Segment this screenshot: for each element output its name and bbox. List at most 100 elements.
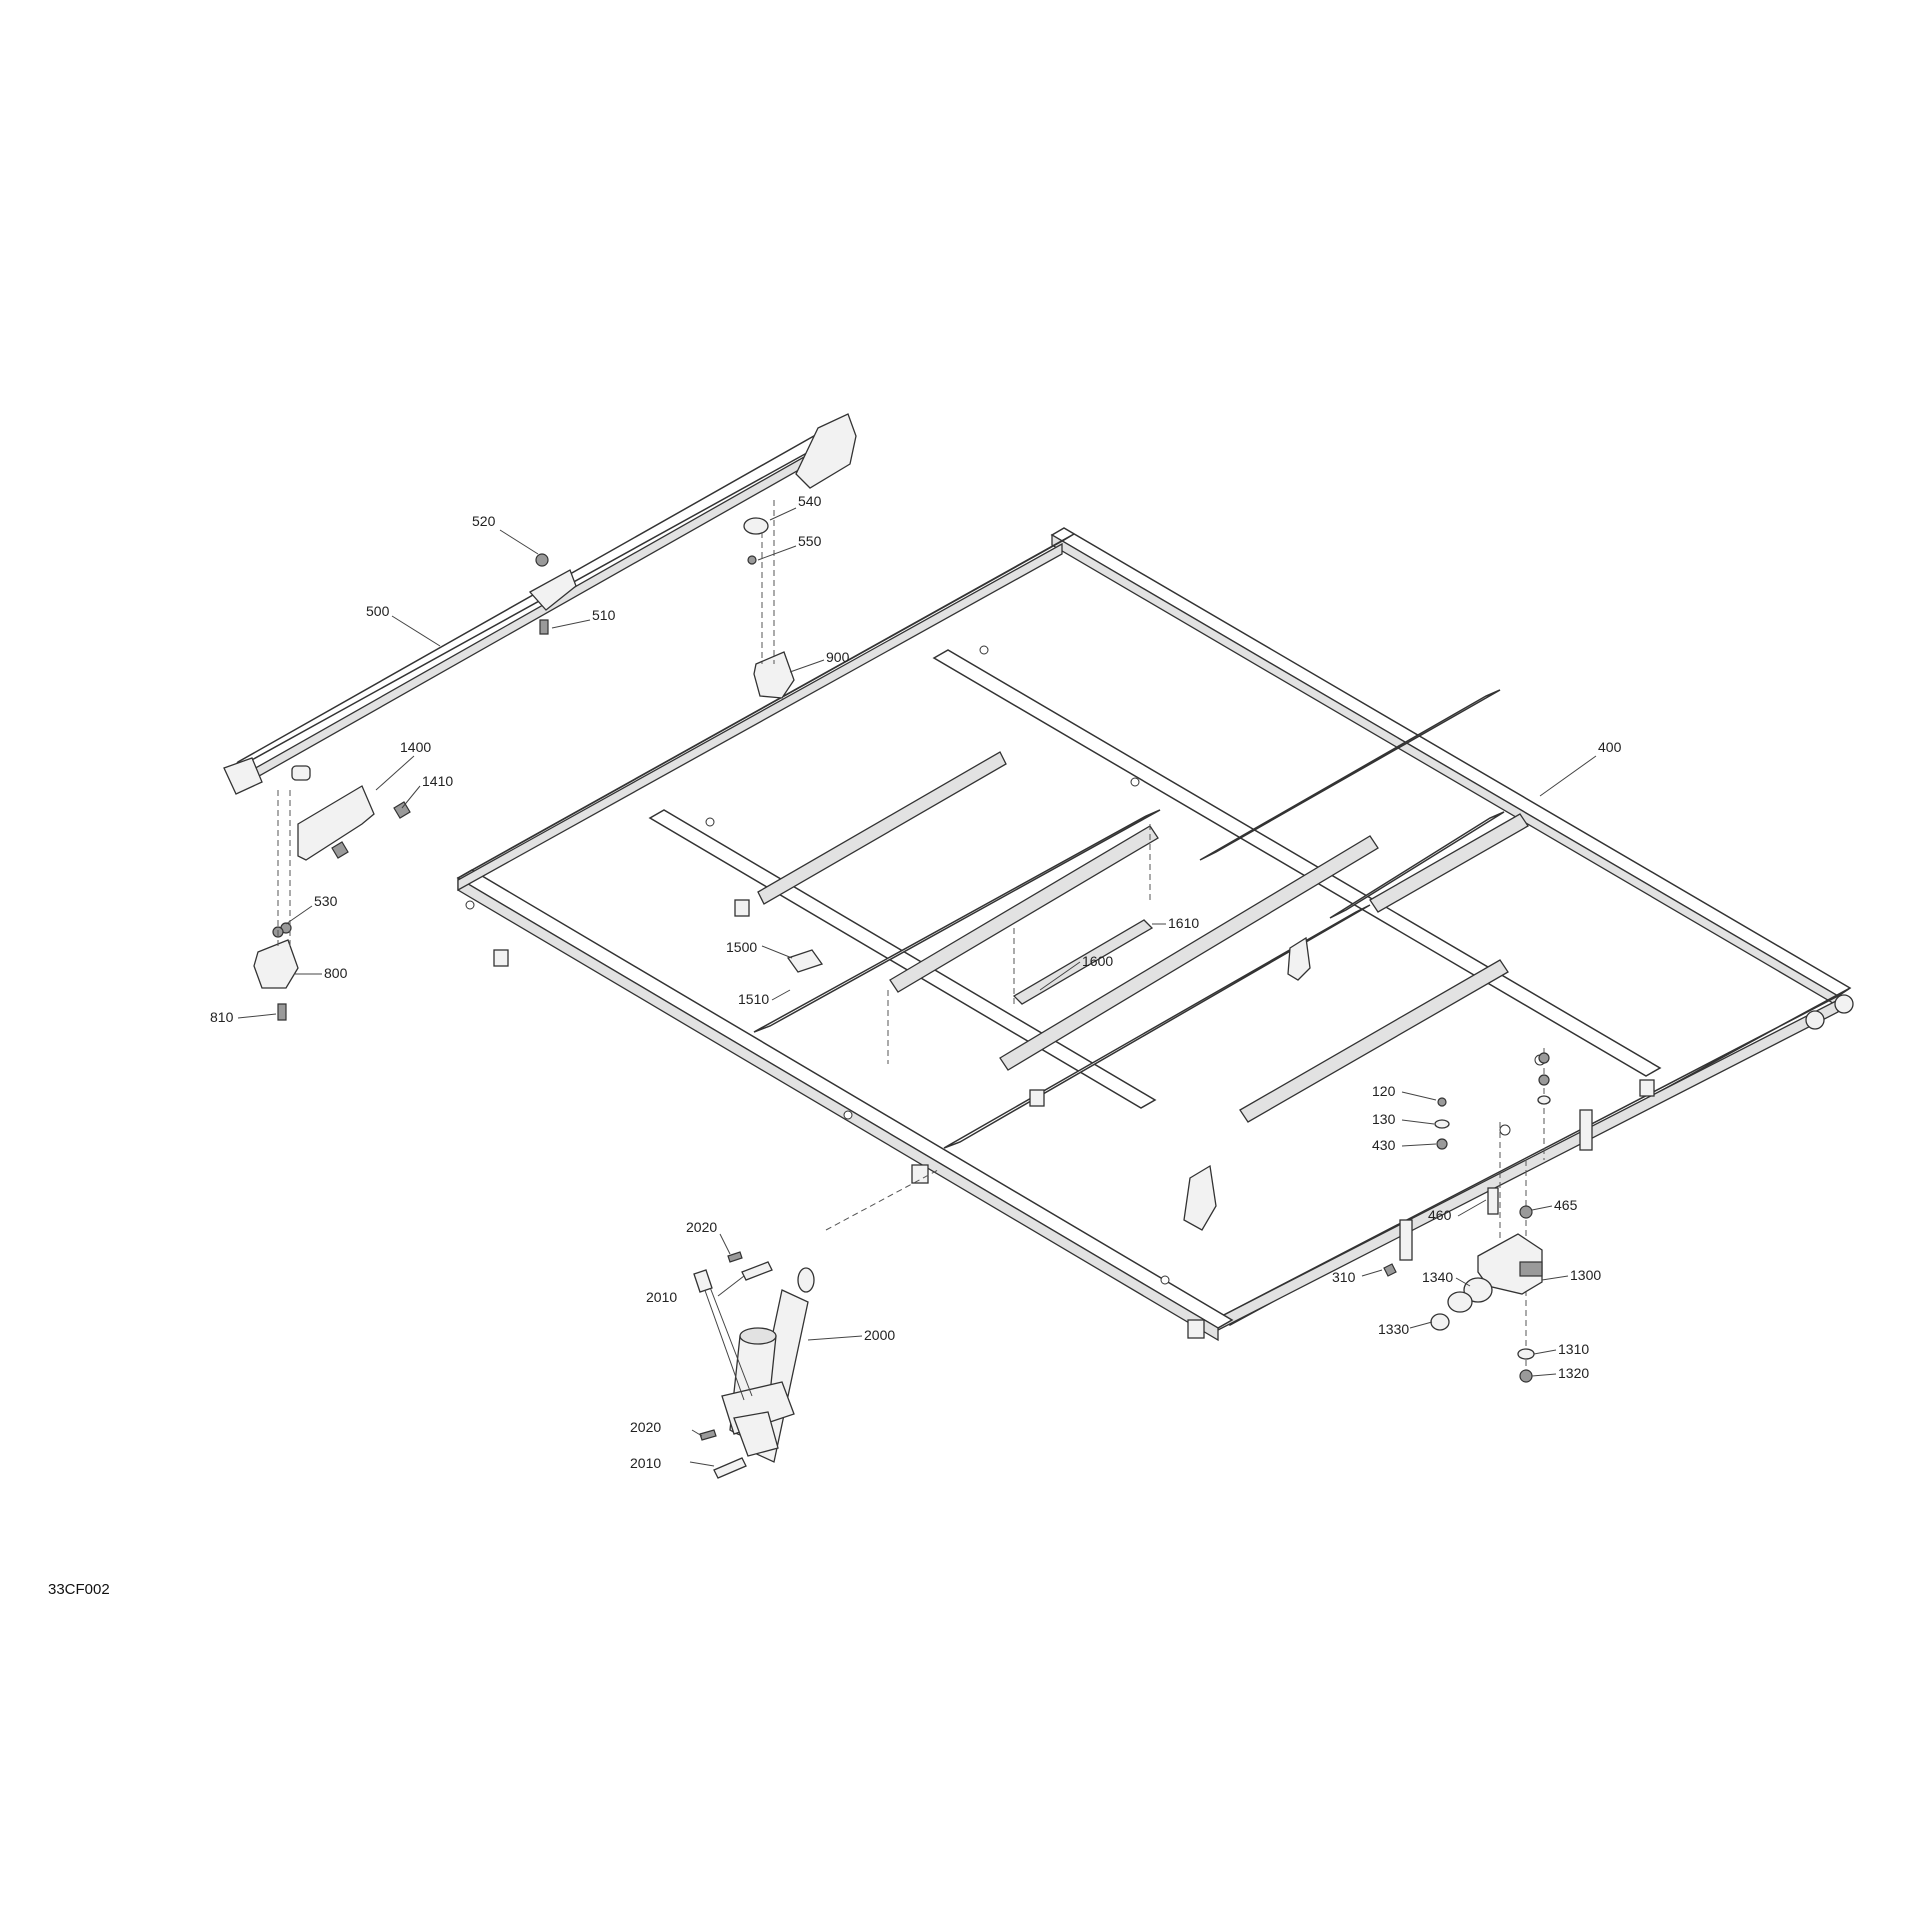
leader xyxy=(1531,1373,1557,1377)
top-rail-gusset xyxy=(528,569,577,611)
callout-1310: 1310 xyxy=(1558,1341,1589,1357)
bracket-1300-face xyxy=(1519,1261,1543,1277)
clip-2020a xyxy=(727,1251,743,1263)
leader xyxy=(807,1335,863,1341)
leader xyxy=(1401,1091,1437,1101)
nut-465 xyxy=(1519,1205,1533,1219)
bushing-1340b xyxy=(1447,1291,1473,1313)
frame-foot-1 xyxy=(493,949,509,967)
frame-channel-4 xyxy=(1239,959,1509,1123)
callout-310: 310 xyxy=(1332,1269,1356,1285)
frame-tube-end-1 xyxy=(1805,1010,1825,1030)
leader xyxy=(719,1233,731,1255)
washer-130 xyxy=(1434,1119,1450,1129)
washer-1310 xyxy=(1517,1348,1535,1360)
frame-hole xyxy=(1160,1275,1170,1285)
ring-1330 xyxy=(1430,1313,1450,1331)
top-rail xyxy=(229,426,836,773)
assembly-line xyxy=(825,1169,939,1231)
frame-hole xyxy=(843,1110,853,1120)
leader xyxy=(285,905,313,925)
bracket-900 xyxy=(753,651,795,699)
callout-1510: 1510 xyxy=(738,991,769,1007)
nut-1310-stack-2 xyxy=(1538,1074,1550,1086)
rail-1600 xyxy=(1012,919,1154,1005)
callout-1600: 1600 xyxy=(1082,953,1113,969)
leader xyxy=(1533,1349,1557,1355)
bolt-120 xyxy=(1437,1097,1447,1107)
frame-foot-3 xyxy=(911,1164,929,1184)
leader xyxy=(1401,1119,1435,1125)
frame-hole xyxy=(465,900,475,910)
callout-2020-lower: 2020 xyxy=(630,1419,661,1435)
bushing-1340 xyxy=(1463,1277,1493,1303)
callout-460: 460 xyxy=(1428,1207,1452,1223)
bolt-1410 xyxy=(393,801,411,819)
actuator-connector xyxy=(693,1269,713,1293)
top-rail-end-plate-right xyxy=(795,413,857,489)
leader xyxy=(1531,1205,1553,1211)
clevis-pin-2010b xyxy=(713,1457,747,1479)
frame-left-rail xyxy=(457,533,1075,879)
frame-crossmember-2 xyxy=(932,649,1662,1077)
frame-channel-1 xyxy=(757,751,1007,905)
callout-500: 500 xyxy=(366,603,390,619)
callout-465: 465 xyxy=(1554,1197,1578,1213)
frame-crossmember-3 xyxy=(753,809,1161,1033)
callout-120: 120 xyxy=(1372,1083,1396,1099)
callout-2020-upper: 2020 xyxy=(686,1219,717,1235)
bolt-1410-2 xyxy=(331,841,349,859)
callout-1610: 1610 xyxy=(1168,915,1199,931)
clip-2020b xyxy=(699,1429,717,1441)
leader xyxy=(757,545,797,561)
actuator-base xyxy=(733,1411,779,1457)
leader xyxy=(237,1013,277,1019)
nut-1310-stack xyxy=(1538,1052,1550,1064)
bracket-1400 xyxy=(297,785,375,861)
frame-foot-6 xyxy=(1639,1079,1655,1097)
bolt-310 xyxy=(1383,1263,1397,1277)
leader xyxy=(391,615,441,647)
callout-2010-upper: 2010 xyxy=(646,1289,677,1305)
callout-1320: 1320 xyxy=(1558,1365,1589,1381)
frame-crossmember-4 xyxy=(943,904,1371,1149)
callout-810: 810 xyxy=(210,1009,234,1025)
frame-left-rail-side xyxy=(457,542,1063,892)
callout-900: 900 xyxy=(826,649,850,665)
bracket-1300 xyxy=(1477,1233,1543,1295)
frame-foot-4 xyxy=(1187,1319,1205,1339)
frame-hole xyxy=(1499,1124,1511,1136)
main-frame xyxy=(456,527,1854,1342)
frame-foot-2 xyxy=(734,899,750,917)
callout-800: 800 xyxy=(324,965,348,981)
nut-520 xyxy=(535,553,549,567)
actuator-cable-2 xyxy=(707,1281,753,1397)
leader xyxy=(1361,1269,1383,1277)
frame-channel-2 xyxy=(889,825,1159,993)
callout-labels: 520 540 550 500 510 900 1400 1410 530 80… xyxy=(210,493,1622,1471)
callout-400: 400 xyxy=(1598,739,1622,755)
top-rail-side xyxy=(237,438,835,790)
frame-foot-8 xyxy=(1399,1219,1413,1261)
frame-tube-end-2 xyxy=(1834,994,1854,1014)
figure-id: 33CF002 xyxy=(48,1581,110,1598)
callout-530: 530 xyxy=(314,893,338,909)
leader xyxy=(769,507,797,521)
callout-520: 520 xyxy=(472,513,496,529)
leader xyxy=(761,945,793,959)
actuator-cable xyxy=(701,1281,745,1401)
frame-channel-3 xyxy=(999,835,1379,1071)
washer-550 xyxy=(747,555,757,565)
leader xyxy=(551,619,591,629)
bracket-800 xyxy=(253,939,299,989)
leader xyxy=(717,1275,745,1297)
callout-430: 430 xyxy=(1372,1137,1396,1153)
callout-550: 550 xyxy=(798,533,822,549)
frame-bracket-front xyxy=(1183,1164,1217,1231)
leader xyxy=(1541,1275,1569,1281)
callout-540: 540 xyxy=(798,493,822,509)
bolt-510 xyxy=(539,619,549,635)
clevis-pin-2010a xyxy=(741,1261,773,1281)
frame-channel-5 xyxy=(1369,813,1529,913)
